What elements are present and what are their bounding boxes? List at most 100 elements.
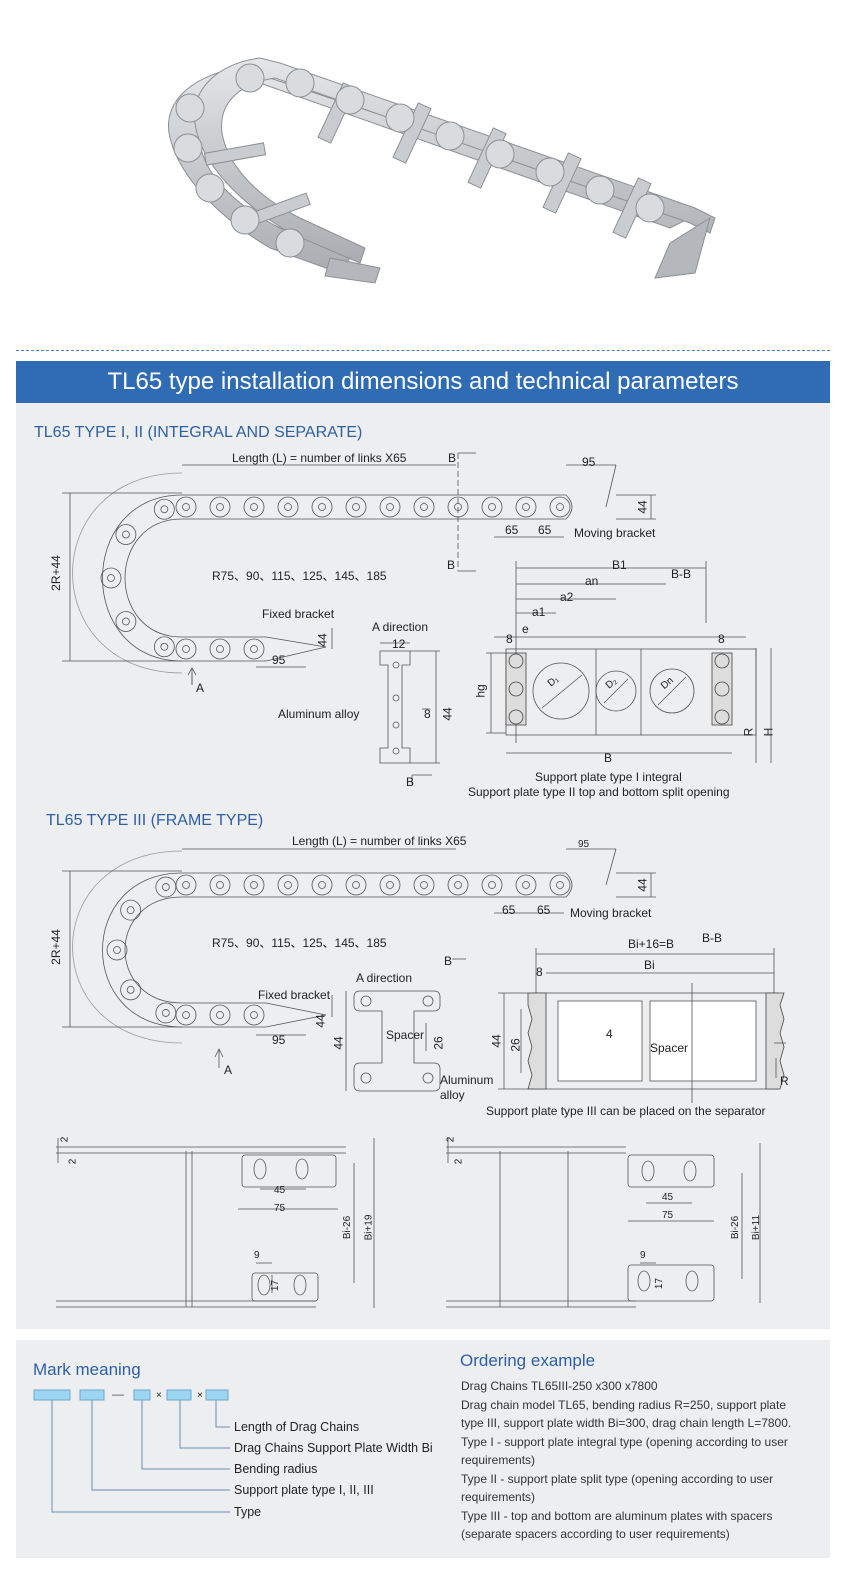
chain-link-disc [481,496,503,518]
moving-bracket-label: Moving bracket [574,526,656,540]
diagram-panel [16,403,830,1329]
mark-meaning-title: Mark meaning [33,1360,141,1379]
chain-link-disc [106,939,128,961]
type3-fixed-95: 95 [272,1033,286,1047]
ordering-line: Drag Chains TL65III-250 x300 x7800 [461,1379,658,1393]
chain-link-pin [126,985,135,994]
frame-spacer: Spacer [650,1041,689,1055]
bb-8-right: 8 [718,632,725,646]
bb-b1: B1 [612,558,627,572]
chain-link-pin [352,881,360,889]
type3-a-direction: A direction [356,971,413,985]
chain-link-pin [182,1011,190,1019]
chain-link-disc [277,496,299,518]
chain-link-pin [250,881,258,889]
chain-link-pin [216,645,224,653]
chain-link-pin [182,503,190,511]
br-bi11: Bi+11 [751,1214,763,1241]
chain-link-pin [113,946,121,954]
chain-link-disc [243,638,265,660]
chain-link-disc [277,874,299,896]
arrow-a-label: A [196,681,205,695]
type3-length-label: Length (L) = number of links X65 [292,834,467,848]
chain-link-pin [454,881,462,889]
divider-line [16,350,830,351]
type3-alloy: alloy [440,1088,465,1102]
br-2a: 2 [445,1136,457,1143]
chain-link-disc [175,1004,197,1026]
frame-bi16: Bi+16=B [628,937,675,951]
chain-link-pin [284,503,292,511]
ordering-text: Drag Chains TL65III-250 x300 x7800 Drag … [461,1377,821,1544]
chain-link-pin [216,503,224,511]
chain-link-pin [318,503,326,511]
chain-link-pin [161,883,170,891]
bb-r: R [741,727,756,737]
mark-item-length: Length of Drag Chains [234,1420,360,1434]
aluminum-alloy-label: Aluminum alloy [278,707,360,721]
bb-a2: a2 [560,590,574,604]
type1-chain-drawing [62,452,656,685]
chain-link-disc [153,498,175,520]
chain-link-disc [209,874,231,896]
type3-heading: TL65 TYPE III (FRAME TYPE) [46,812,264,829]
a-dim-8: 8 [424,707,431,721]
ordering-line: (separate spacers according to user requ… [461,1527,730,1541]
type3-dim-95: 95 [578,839,590,850]
frame-8: 8 [536,965,543,979]
a-dim-12: 12 [392,637,406,651]
chain-link-pin [216,1011,224,1019]
frame-44: 44 [489,1034,504,1048]
chain-link-pin [386,881,394,889]
type3-fixed-bracket: Fixed bracket [258,988,331,1002]
mark-sep-dash: — [112,1387,124,1401]
bb-8-left: 8 [506,632,513,646]
chain-link-disc [311,496,333,518]
chain-link-disc [120,899,142,921]
chain-link-disc [345,874,367,896]
chain-link-pin [250,503,258,511]
chain-link-pin [216,881,224,889]
type3-height-2r: 2R+44 [48,929,63,965]
chain-link-pin [121,617,130,626]
dim-65b: 65 [538,523,552,537]
fixed-95: 95 [272,653,286,667]
dim-65a: 65 [505,523,519,537]
type3-dim-65a: 65 [502,903,516,917]
br-45: 45 [662,1192,674,1203]
mark-sep-x2: × [197,1390,203,1401]
frame-26: 26 [508,1038,523,1052]
chain-link-disc [481,874,503,896]
type3-frame-section [498,948,786,1103]
chain-link-pin [250,645,258,653]
bb-label: B-B [671,567,692,581]
drag-chain-photo [168,57,716,284]
type3-dim-65b: 65 [537,903,551,917]
chain-link-disc [120,979,142,1001]
fixed-44: 44 [315,633,330,647]
chain-link-disc [209,1004,231,1026]
type3-a-dim-44: 44 [331,1036,346,1050]
section-b-bottom: B [406,775,415,789]
chain-link-pin [318,881,326,889]
ordering-line: requirements) [461,1490,536,1504]
chain-link-pin [488,881,496,889]
frame-r: R [780,1074,789,1088]
br-75: 75 [662,1210,674,1221]
chain-link-disc [447,874,469,896]
chain-link-pin [161,1009,170,1017]
ordering-line: Drag chain model TL65, bending radius R=… [461,1397,786,1412]
page-title: TL65 type installation dimensions and te… [16,361,830,403]
chain-link-disc [243,496,265,518]
type3-moving-bracket: Moving bracket [570,906,652,920]
chain-link-pin [420,503,428,511]
mark-sep-x1: × [156,1390,162,1401]
chain-link-pin [556,881,564,889]
type1-a-direction-part [379,642,440,785]
chain-link-disc [209,638,231,660]
br-9: 9 [640,1250,646,1261]
bb-h: H [761,727,776,737]
technical-drawing [56,452,786,1308]
ordering-line: Type III - top and bottom are aluminum p… [461,1508,773,1523]
chain-link-pin [556,503,564,511]
